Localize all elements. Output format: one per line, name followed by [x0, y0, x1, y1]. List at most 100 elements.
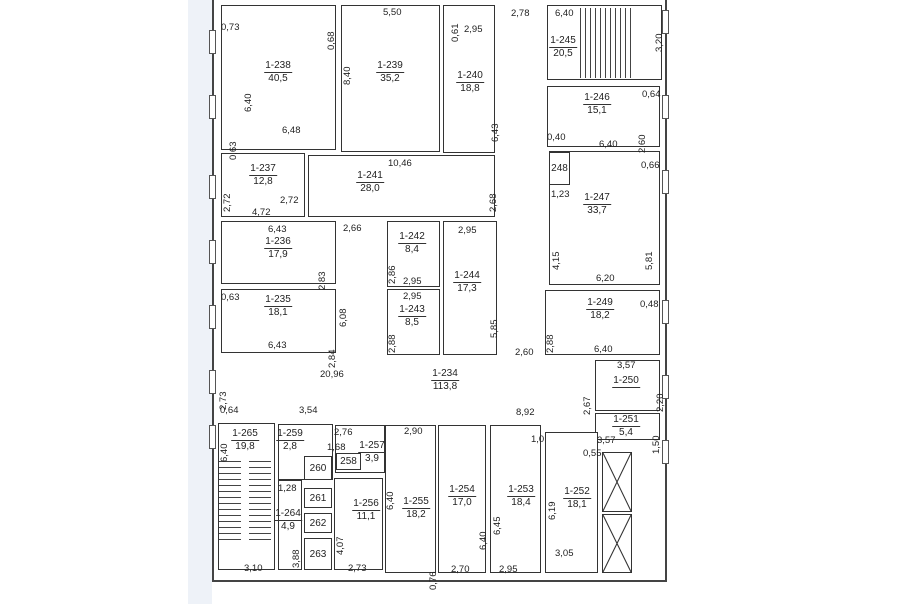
dimension-label: 0,66 — [641, 160, 660, 171]
room-1-249 — [545, 290, 660, 355]
dimension-label: 1,50 — [651, 435, 662, 455]
room-area: 8,4 — [405, 244, 419, 255]
room-number: 1-253 — [507, 484, 535, 497]
dimension-label: 2,60 — [637, 134, 648, 154]
room-number: 1-237 — [249, 163, 277, 176]
window-icon — [209, 370, 216, 394]
dimension-label: 6,40 — [385, 491, 396, 511]
dimension-label: 5,85 — [489, 319, 500, 339]
window-icon — [209, 175, 216, 199]
dimension-label: 6,19 — [547, 501, 558, 521]
room-248: 248 — [549, 152, 570, 185]
room-number: 1-247 — [583, 192, 611, 205]
dimension-label: 2,20 — [655, 393, 666, 413]
dimension-label: 2,95 — [464, 24, 483, 35]
room-263: 263 — [304, 538, 332, 570]
dimension-label: 6,45 — [492, 516, 503, 536]
room-1-254 — [438, 425, 486, 573]
dimension-label: 3,10 — [244, 563, 263, 574]
room-number: 1-240 — [456, 70, 484, 83]
dimension-label: 6,40 — [599, 139, 618, 150]
window-icon — [662, 170, 669, 194]
window-icon — [662, 300, 669, 324]
dimension-label: 2,95 — [403, 276, 422, 287]
dimension-label: 0,73 — [221, 22, 240, 33]
dimension-label: 0,48 — [640, 299, 659, 310]
room-number: 1-244 — [453, 270, 481, 283]
room-1-240 — [443, 5, 495, 153]
dimension-label: 4,72 — [252, 207, 271, 218]
room-area: 18,2 — [590, 310, 610, 321]
dimension-label: 0,63 — [221, 292, 240, 303]
window-icon — [209, 95, 216, 119]
window-icon — [209, 305, 216, 329]
dimension-label: 1,28 — [278, 483, 297, 494]
room-number: 1-257 — [358, 440, 386, 453]
dimension-label: 6,43 — [268, 224, 287, 235]
dimension-label: 3,57 — [617, 360, 636, 371]
room-260: 260 — [304, 456, 332, 480]
dimension-label: 6,40 — [555, 8, 574, 19]
room-area: 28,0 — [360, 183, 380, 194]
dimension-label: 2,72 — [222, 193, 233, 213]
room-1-255 — [385, 425, 436, 573]
dimension-label: 2,73 — [348, 563, 367, 574]
dimension-label: 8,40 — [342, 66, 353, 86]
room-area: 11,1 — [356, 511, 376, 522]
dimension-label: 6,43 — [490, 123, 501, 143]
dimension-label: 2,76 — [334, 427, 353, 438]
dimension-label: 2,95 — [499, 564, 518, 575]
room-area: 18,4 — [511, 497, 531, 508]
room-area: 3,9 — [365, 453, 379, 464]
dimension-label: 8,92 — [516, 407, 535, 418]
dimension-label: 6,08 — [338, 308, 349, 328]
room-261: 261 — [304, 488, 332, 508]
dimension-label: 0,55 — [583, 448, 602, 459]
room-number: 1-245 — [549, 35, 577, 48]
dimension-label: 20,96 — [320, 369, 344, 380]
dimension-label: 6,40 — [478, 531, 489, 551]
room-label-1-250: 1-250 — [612, 375, 640, 388]
staircase-icon — [249, 460, 271, 540]
room-area: 20,5 — [553, 48, 573, 59]
room-area: 35,2 — [380, 73, 400, 84]
room-area: 18,1 — [268, 307, 288, 318]
room-1-238 — [221, 5, 336, 150]
dimension-label: 6,40 — [594, 344, 613, 355]
dimension-label: 1,0 — [531, 434, 545, 445]
room-area: 2,8 — [283, 441, 297, 452]
staircase-icon — [580, 8, 632, 78]
dimension-label: 6,48 — [282, 125, 301, 136]
room-1-252 — [545, 432, 598, 573]
room-number: 1-246 — [583, 92, 611, 105]
dimension-label: 2,67 — [582, 396, 593, 416]
dimension-label: 3,57 — [597, 435, 616, 446]
room-number: 1-255 — [402, 496, 430, 509]
dimension-label: 4,15 — [551, 251, 562, 271]
room-number: 1-254 — [448, 484, 476, 497]
room-1-239 — [341, 5, 440, 152]
room-area: 4,9 — [281, 521, 295, 532]
dimension-label: 2,60 — [515, 347, 534, 358]
room-1-250 — [595, 360, 660, 411]
room-area: 8,5 — [405, 317, 419, 328]
room-area: 5,4 — [619, 427, 633, 438]
window-icon — [662, 10, 669, 34]
room-number: 1-241 — [356, 170, 384, 183]
room-area: 40,5 — [268, 73, 288, 84]
dimension-label: 5,81 — [644, 251, 655, 271]
room-area: 17,0 — [452, 497, 472, 508]
room-1-243 — [387, 289, 440, 355]
dimension-label: 3,20 — [654, 33, 665, 53]
dimension-label: 3,88 — [291, 549, 302, 569]
room-area: 18,1 — [567, 499, 587, 510]
